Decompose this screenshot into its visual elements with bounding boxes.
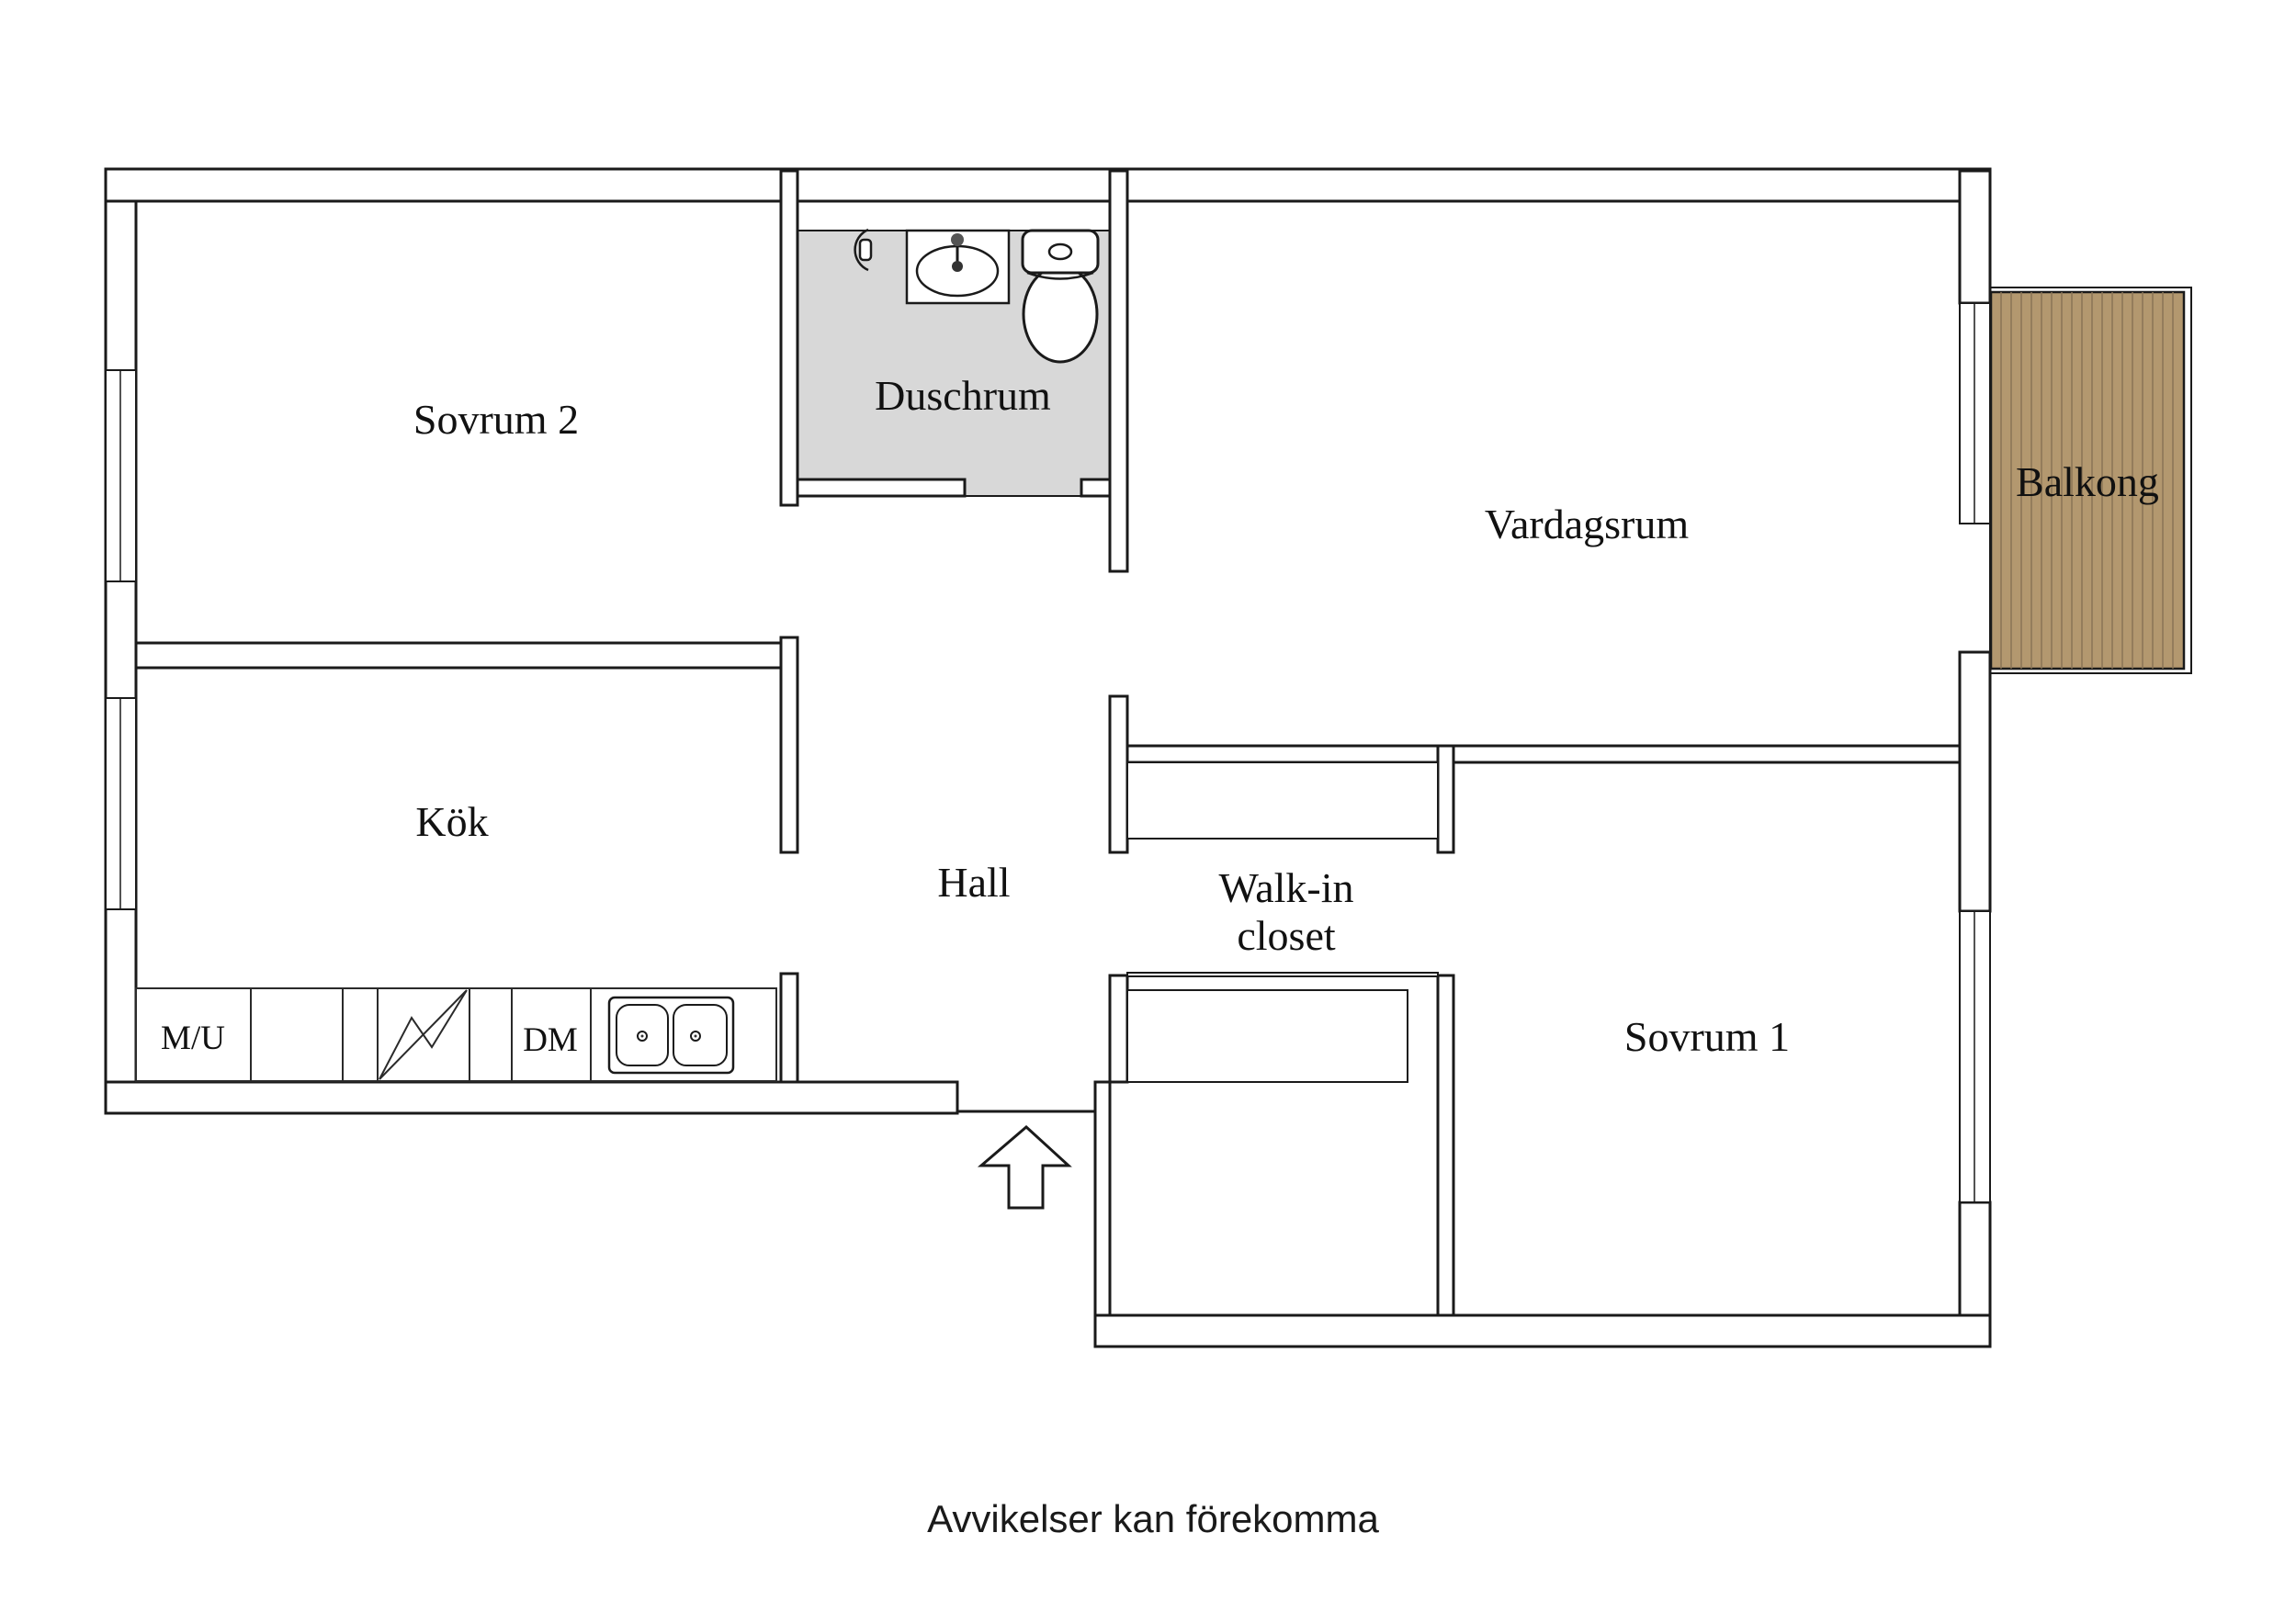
- room-label-vardagsrum: Vardagsrum: [1485, 501, 1689, 547]
- entrance-arrow-icon: [977, 1124, 1072, 1210]
- wall: [1436, 744, 1455, 854]
- window-kok: [105, 697, 137, 910]
- wall: [1958, 1200, 1992, 1317]
- kitchen-sink-icon: [607, 996, 735, 1075]
- wall: [1080, 478, 1112, 498]
- wall: [1126, 972, 1439, 977]
- room-label-walkin-line2: closet: [1237, 912, 1336, 959]
- wardrobe: [1126, 989, 1408, 1083]
- cabinet-mu: [135, 987, 252, 1082]
- wall: [104, 1080, 959, 1115]
- kitchen-counter: [135, 987, 777, 1082]
- windows-layer: [105, 302, 1991, 1203]
- wall: [779, 636, 799, 854]
- wall: [1108, 694, 1129, 854]
- balkong-deck: [1989, 287, 2192, 674]
- wall: [796, 478, 967, 498]
- window-sovrum1: [1959, 910, 1991, 1203]
- disclaimer-text: Avvikelser kan förekomma: [927, 1497, 1379, 1540]
- room-label-hall: Hall: [937, 859, 1010, 906]
- room-label-duschrum: Duschrum: [875, 372, 1051, 419]
- wall: [1093, 1313, 1992, 1348]
- wall: [104, 167, 1992, 203]
- washbasin-icon: [905, 229, 1011, 305]
- shower-mixer-icon: [854, 228, 873, 272]
- window-sovrum2: [105, 369, 137, 582]
- stove-icon: [377, 987, 470, 1082]
- cabinet: [342, 987, 379, 1082]
- appliance-label-mu: M/U: [161, 1020, 225, 1057]
- room-label-kok: Kök: [415, 798, 488, 845]
- wall: [1108, 169, 1129, 573]
- balkong-planks: [2000, 292, 2174, 669]
- room-label-walkin-line1: Walk-in: [1218, 864, 1353, 911]
- wardrobe: [1126, 761, 1439, 840]
- wall: [779, 972, 799, 1084]
- wall: [1093, 1080, 1112, 1348]
- cabinet-dm: [511, 987, 592, 1082]
- room-label-sovrum1: Sovrum 1: [1624, 1013, 1790, 1060]
- room-label-sovrum2: Sovrum 2: [413, 396, 579, 443]
- walls-layer: [104, 167, 1992, 1348]
- wall: [1958, 650, 1992, 913]
- wall: [1436, 974, 1455, 1317]
- room-label-balkong: Balkong: [2016, 458, 2159, 505]
- balkong-wood: [1989, 290, 2186, 671]
- window-vardagsrum: [1959, 302, 1991, 524]
- wall: [134, 641, 783, 670]
- toilet-icon: [1021, 229, 1100, 364]
- wall: [1108, 974, 1129, 1084]
- appliance-label-dm: DM: [523, 1021, 578, 1059]
- wall: [779, 169, 799, 507]
- cabinet: [469, 987, 513, 1082]
- wall: [1958, 169, 1992, 305]
- appliance-box: [250, 987, 344, 1082]
- wall: [1125, 744, 1962, 764]
- wall: [104, 199, 138, 1084]
